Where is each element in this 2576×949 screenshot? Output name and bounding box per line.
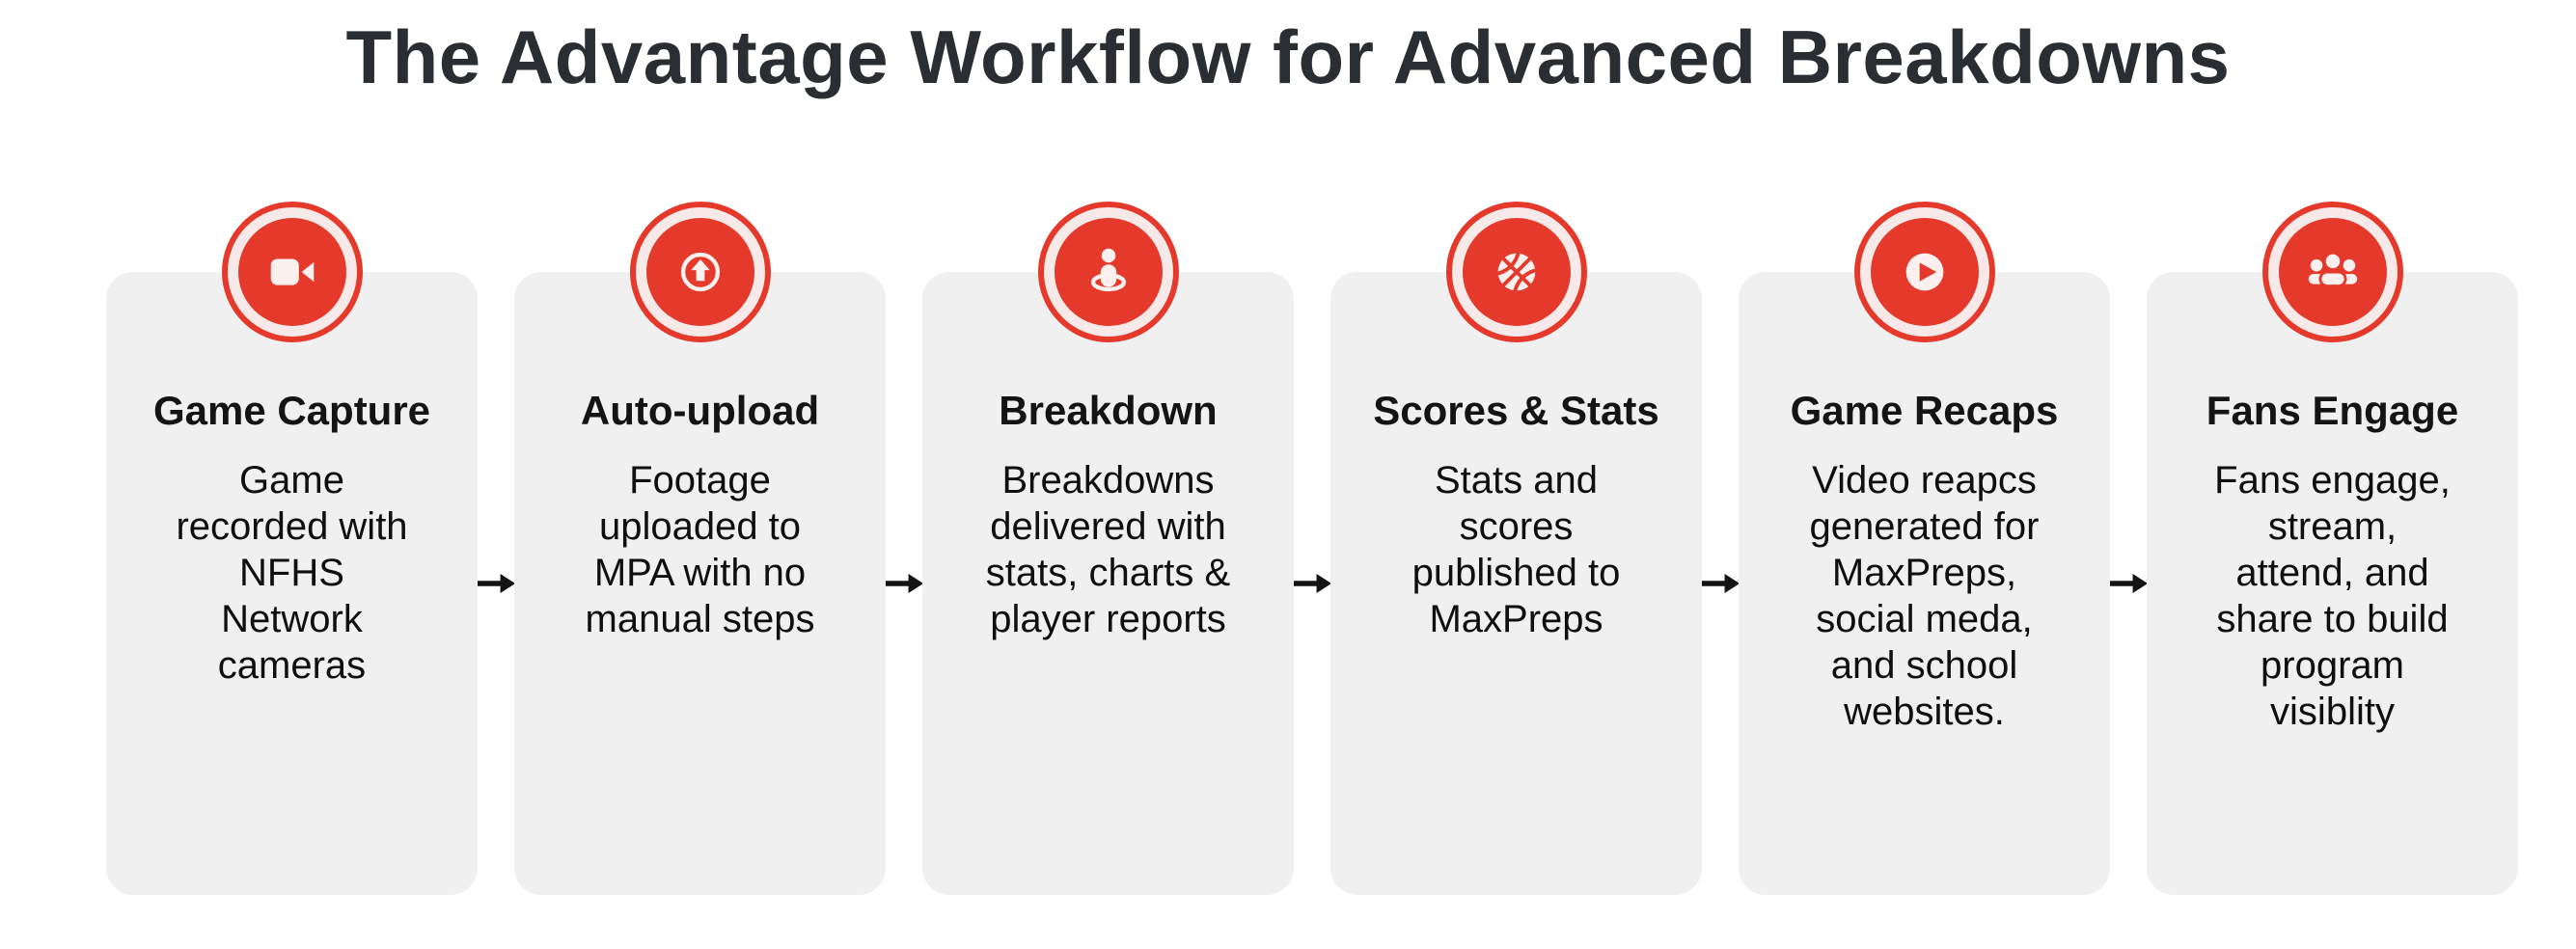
person-pin-icon: [1054, 218, 1163, 326]
basketball-icon: [1462, 218, 1571, 326]
step-card-game-capture: Game Capture Game recorded with NFHS Net…: [106, 202, 478, 895]
step-title: Game Recaps: [1790, 388, 2059, 433]
step-title: Fans Engage: [2206, 388, 2459, 433]
step-icon-badge: [629, 202, 771, 342]
play-circle-icon: [1870, 218, 1979, 326]
step-card-fans-engage: Fans Engage Fans engage, stream, attend,…: [2147, 202, 2518, 895]
step-title: Auto-upload: [580, 388, 820, 433]
step-card-breakdown: Breakdown Breakdowns delivered with stat…: [922, 202, 1294, 895]
step-icon-badge: [1853, 202, 1995, 342]
step-icon-badge: [1445, 202, 1587, 342]
step-title: Scores & Stats: [1373, 388, 1659, 433]
step-card-auto-upload: Auto-upload Footage uploaded to MPA with…: [514, 202, 886, 895]
step-description: Fans engage, stream, attend, and share t…: [2214, 459, 2451, 733]
arrow-right-icon: [476, 272, 516, 895]
upload-circle-icon: [645, 218, 754, 326]
step-description: Breakdowns delivered with stats, charts …: [985, 459, 1231, 640]
step-card-scores-stats: Scores & Stats Stats and scores publishe…: [1330, 202, 1702, 895]
step-title: Breakdown: [999, 388, 1218, 433]
arrow-right-icon: [884, 272, 924, 895]
step-description: Game recorded with NFHS Network cameras: [176, 459, 408, 687]
video-camera-icon: [237, 218, 346, 326]
arrow-right-icon: [1292, 272, 1332, 895]
users-icon: [2278, 218, 2387, 326]
step-icon-badge: [221, 202, 363, 342]
workflow-diagram: Game Capture Game recorded with NFHS Net…: [106, 202, 2518, 895]
arrow-right-icon: [2108, 272, 2149, 895]
step-icon-badge: [1037, 202, 1179, 342]
arrow-right-icon: [1700, 272, 1740, 895]
step-icon-badge: [2261, 202, 2403, 342]
page-title: The Advantage Workflow for Advanced Brea…: [345, 14, 2231, 99]
step-title: Game Capture: [152, 388, 431, 433]
step-description: Video reapcs generated for MaxPreps, soc…: [1809, 459, 2040, 733]
step-card-game-recaps: Game Recaps Video reapcs generated for M…: [1739, 202, 2110, 895]
step-description: Footage uploaded to MPA with no manual s…: [585, 459, 815, 640]
step-description: Stats and scores published to MaxPreps: [1411, 459, 1621, 640]
